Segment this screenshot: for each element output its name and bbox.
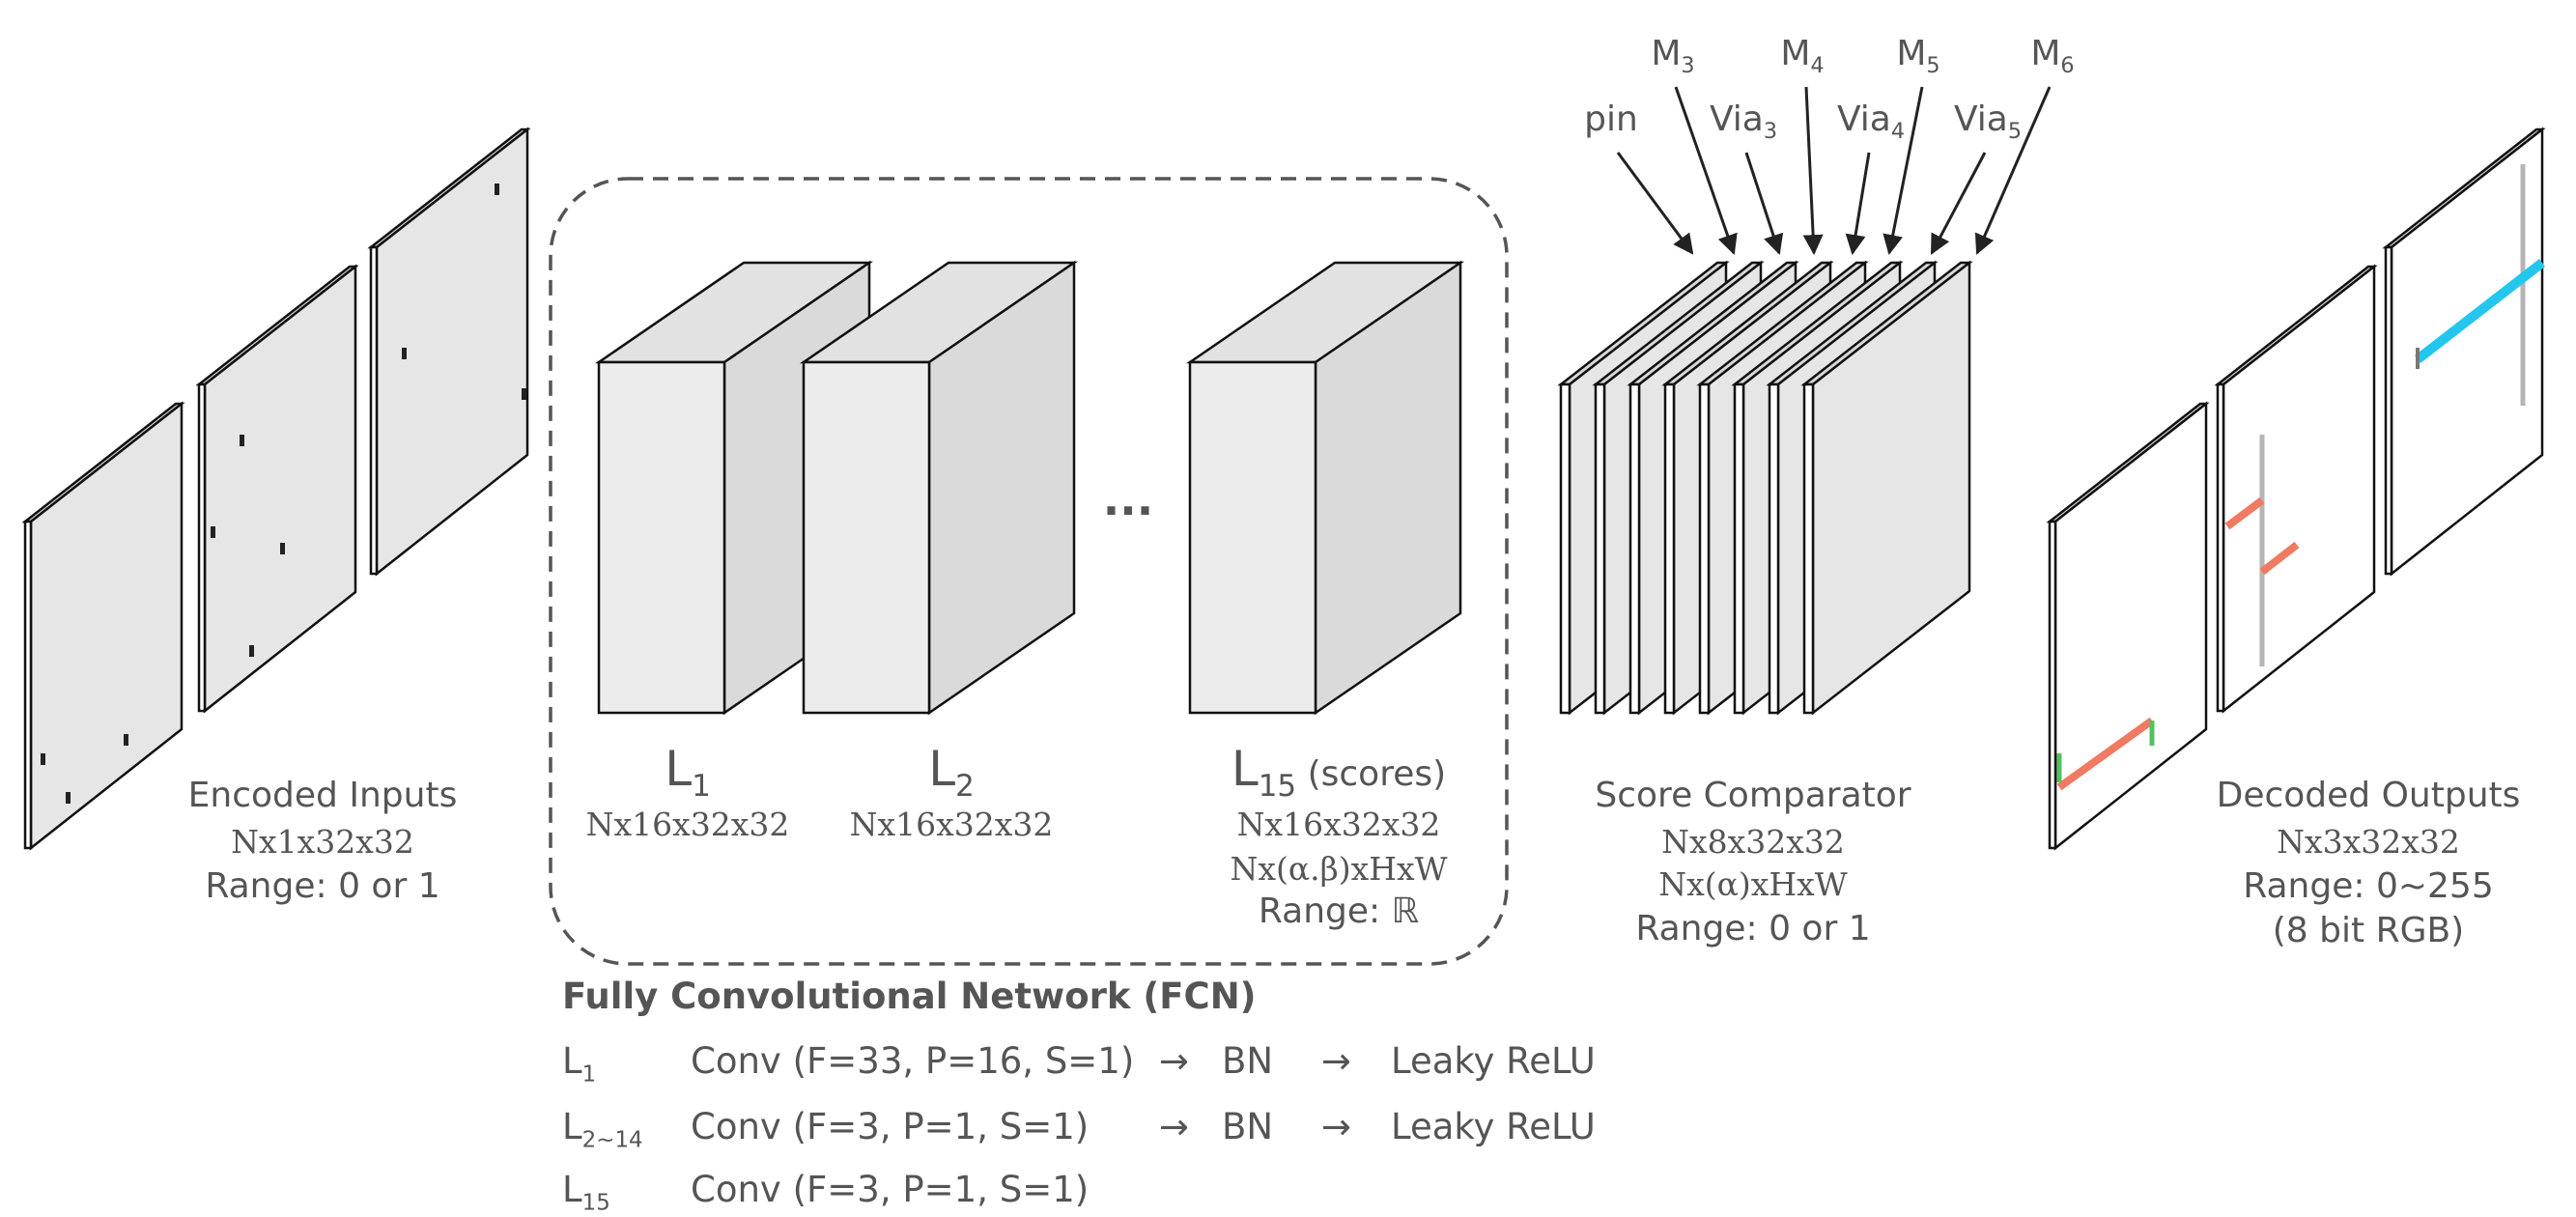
fcn-row-2-bn: BN: [1222, 1106, 1274, 1147]
layer-shape-l15: Nx16x32x32: [1236, 806, 1441, 843]
fcn-row-1-bn: BN: [1222, 1040, 1274, 1082]
arrow-m3: [1674, 86, 1738, 255]
channel-arrows: [1616, 86, 2052, 256]
arrow-m6: [1974, 86, 2052, 255]
fcn-dashed-group: [549, 177, 1509, 966]
layer-shape-l1: Nx16x32x32: [585, 806, 790, 843]
input-plane-2: [195, 264, 359, 714]
comparator-shape: Nx8x32x32: [1661, 823, 1845, 861]
channel-label-pin: pin: [1584, 99, 1638, 139]
comparator-range: Range: 0 or 1: [1635, 909, 1871, 948]
channel-label-via3: Via3: [1709, 99, 1778, 145]
arrow-m4: [1802, 86, 1824, 256]
fcn-row-1-arrow-1: →: [1159, 1040, 1190, 1082]
output-plane-1: [2046, 401, 2210, 851]
arrow-via4: [1845, 152, 1871, 256]
fcn-row-2-act: Leaky ReLU: [1391, 1106, 1596, 1147]
encoded-input-planes: [21, 127, 531, 851]
channel-label-m3: M3: [1651, 34, 1695, 79]
arrow-pin: [1616, 152, 1694, 255]
decoded-output-planes: [2046, 127, 2546, 851]
layer-block-l15: [1185, 260, 1465, 716]
fcn-row-2-arrow-2: →: [1321, 1106, 1352, 1147]
input-plane-3: [367, 127, 531, 577]
fcn-row-3-layer: L15: [562, 1169, 610, 1216]
fcn-title: Fully Convolutional Network (FCN): [562, 976, 1257, 1017]
inputs-title: Encoded Inputs: [187, 776, 458, 815]
layer-ellipsis: ...: [1102, 473, 1154, 525]
fcn-row-1-arrow-2: →: [1321, 1040, 1352, 1082]
output-plane-3: [2382, 127, 2546, 577]
fcn-row-3-op: Conv (F=3, P=1, S=1): [691, 1169, 1090, 1210]
fcn-row-1-act: Leaky ReLU: [1391, 1040, 1596, 1082]
comparator-title: Score Comparator: [1595, 776, 1911, 815]
output-plane-2: [2214, 264, 2378, 714]
channel-label-via5: Via5: [1953, 99, 2023, 145]
layer-range-l15: Range: ℝ: [1258, 892, 1420, 931]
comparator-shape2: Nx(α)xHxW: [1658, 865, 1848, 903]
fcn-row-2-layer: L2~14: [562, 1106, 643, 1153]
outputs-title: Decoded Outputs: [2216, 776, 2521, 815]
fcn-row-2-arrow-1: →: [1159, 1106, 1190, 1147]
layer-shape-l2: Nx16x32x32: [849, 806, 1054, 843]
arrow-m5: [1882, 86, 1924, 256]
layer-shape2-l15: Nx(α.β)xHxW: [1230, 850, 1448, 888]
layer-label-l15: L15 (scores): [1231, 741, 1447, 804]
arrow-via3: [1744, 152, 1784, 255]
layer-label-l1: L1: [665, 741, 711, 804]
score-comparator-planes: [1557, 260, 1973, 716]
fcn-row-1-op: Conv (F=33, P=16, S=1): [691, 1040, 1135, 1082]
outputs-shape: Nx3x32x32: [2277, 823, 2460, 861]
channel-label-m5: M5: [1896, 34, 1940, 79]
inputs-shape: Nx1x32x32: [231, 823, 414, 861]
layer-label-l2: L2: [928, 741, 975, 804]
arrow-via5: [1930, 152, 1987, 255]
inputs-range: Range: 0 or 1: [205, 866, 440, 906]
outputs-range: Range: 0~255: [2243, 866, 2494, 906]
input-plane-1: [21, 401, 185, 851]
channel-label-via4: Via4: [1836, 99, 1906, 145]
comparator-plane-8: [1800, 260, 1973, 716]
channel-label-m6: M6: [2030, 34, 2075, 79]
outputs-note: (8 bit RGB): [2272, 911, 2465, 950]
fcn-row-2-op: Conv (F=3, P=1, S=1): [691, 1106, 1090, 1147]
channel-label-m4: M4: [1780, 34, 1825, 79]
fcn-row-1-layer: L1: [562, 1040, 597, 1088]
layer-block-l2: [799, 260, 1079, 716]
